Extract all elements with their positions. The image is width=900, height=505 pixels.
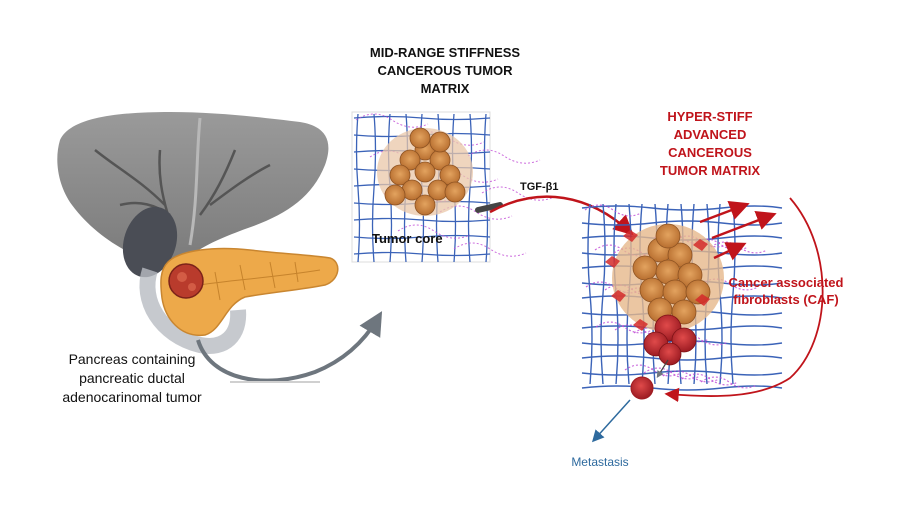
metastatic-cell [630, 376, 654, 400]
caf-arrow-3 [713, 242, 747, 261]
metastasis-arrow [591, 399, 631, 443]
mid-title-line-3: MATRIX [420, 81, 470, 96]
caf-label: Cancer associated fibroblasts (CAF) [716, 274, 856, 308]
tgf-label: TGF-β1 [520, 181, 559, 193]
advanced-tumor-icon [632, 223, 711, 325]
feedback-arrow [664, 197, 824, 403]
pancreas-caption-line-1: Pancreas containing [68, 351, 196, 367]
pancreas-caption-line-2: pancreatic ductal [79, 370, 185, 386]
caf-arrow-2 [711, 211, 777, 240]
hyper-title-line-2: ADVANCED [673, 127, 747, 142]
hyper-matrix-title: HYPER-STIFF ADVANCED CANCEROUS TUMOR MAT… [610, 108, 810, 180]
hyper-matrix-panel [581, 197, 824, 443]
progression-arrow [196, 311, 383, 383]
mid-title-line-2: CANCEROUS TUMOR [377, 63, 513, 78]
tumor-core-label: Tumor core [372, 231, 443, 246]
metastasis-label: Metastasis [571, 455, 629, 469]
tgf-arrow [489, 195, 634, 236]
pancreas-caption: Pancreas containing pancreatic ductal ad… [52, 350, 212, 407]
pancreas-icon [160, 247, 339, 336]
caf-label-line-2: fibroblasts (CAF) [733, 292, 839, 307]
mid-matrix-panel [351, 111, 555, 263]
mid-matrix-title: MID-RANGE STIFFNESS CANCEROUS TUMOR MATR… [330, 44, 560, 98]
pancreas-caption-line-3: adenocarinomal tumor [62, 389, 202, 405]
mid-title-line-1: MID-RANGE STIFFNESS [369, 45, 521, 60]
caf-label-line-1: Cancer associated [728, 275, 844, 290]
caf-arrow-1 [699, 200, 750, 224]
gallbladder-icon [122, 206, 178, 278]
tumor-cluster-icon [384, 127, 466, 216]
caf-cell-icon [605, 230, 710, 366]
liver-icon [57, 112, 329, 270]
hyper-title-line-1: HYPER-STIFF [667, 109, 753, 124]
hyper-title-line-3: CANCEROUS [668, 145, 752, 160]
hyper-title-line-4: TUMOR MATRIX [659, 163, 761, 178]
